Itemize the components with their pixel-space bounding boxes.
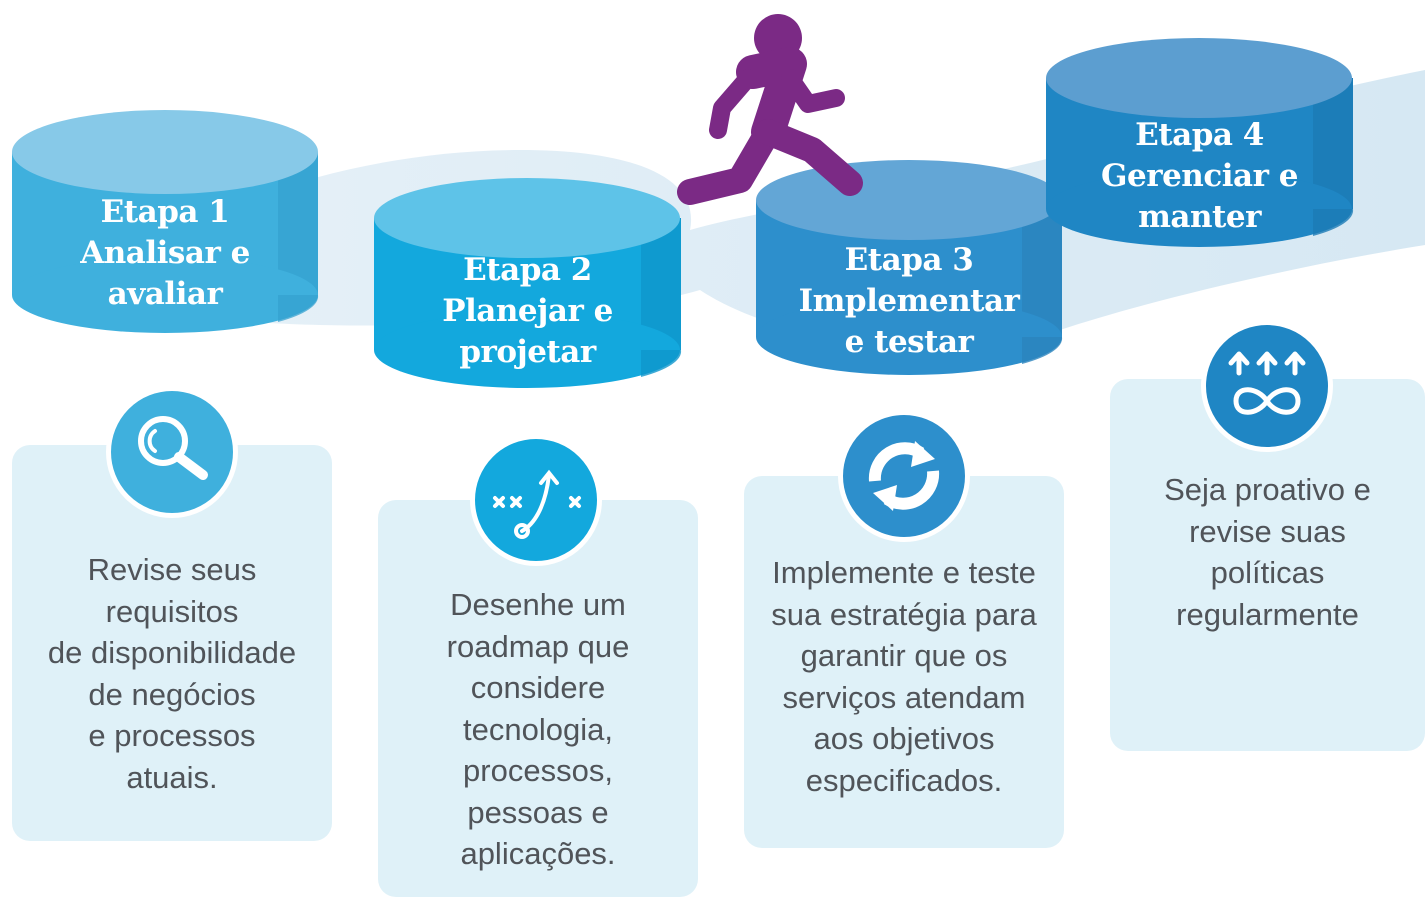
refresh-cycle-icon xyxy=(838,410,970,542)
magnifier-icon xyxy=(106,386,238,518)
step3-description: Implemente e teste sua estratégia para g… xyxy=(744,552,1064,801)
description-line: Revise seus xyxy=(87,552,257,587)
description-line: pessoas e xyxy=(467,794,609,830)
description-line: regularmente xyxy=(1176,596,1359,632)
step2-card xyxy=(378,500,698,897)
strategy-play-icon xyxy=(470,434,602,566)
description-line: roadmap que xyxy=(446,628,630,664)
description-line: políticas xyxy=(1210,555,1325,590)
step1-title-line: Analisar e xyxy=(80,235,250,271)
arrows-infinity-icon xyxy=(1201,320,1333,452)
step2-title-line: Planejar e xyxy=(442,293,613,329)
description-line: e processos xyxy=(88,718,256,753)
description-line: atuais. xyxy=(126,759,218,795)
description-line: de negócios xyxy=(88,676,256,712)
description-line: garantir que os xyxy=(800,638,1008,673)
description-line: Seja proativo e xyxy=(1164,472,1371,507)
step1-title-line: Etapa 1 xyxy=(100,194,230,230)
description-line: de disponibilidade xyxy=(47,635,297,670)
description-line: serviços atendam xyxy=(782,679,1026,715)
step3-title-line: e testar xyxy=(844,324,974,360)
step1-description: Revise seus requisitos de disponibilidad… xyxy=(12,549,332,798)
step2-description: Desenhe um roadmap que considere tecnolo… xyxy=(378,584,698,875)
step2-title: Etapa 2 Planejar e projetar xyxy=(374,250,681,373)
step2-cylinder xyxy=(374,178,682,388)
step3-title-line: Implementar xyxy=(798,283,1020,319)
description-line: Desenhe um xyxy=(450,587,626,622)
description-line: especificados. xyxy=(805,762,1003,798)
description-line: aplicações. xyxy=(460,836,616,871)
step4-cylinder xyxy=(1046,38,1354,247)
description-line: tecnologia, xyxy=(463,711,613,747)
description-line: aos objetivos xyxy=(813,721,995,756)
description-line: revise suas xyxy=(1189,513,1346,549)
step2-title-line: projetar xyxy=(459,334,596,370)
runner-figure xyxy=(677,14,863,205)
description-line: sua estratégia para xyxy=(771,596,1037,632)
description-line: considere xyxy=(470,670,606,705)
step4-description: Seja proativo e revise suas políticas re… xyxy=(1110,469,1425,635)
step4-title: Etapa 4 Gerenciar e manter xyxy=(1046,115,1353,238)
step4-title-line: Gerenciar e xyxy=(1101,158,1298,194)
step1-cylinder xyxy=(12,110,319,333)
step3-title: Etapa 3 Implementar e testar xyxy=(756,240,1062,363)
description-line: processos, xyxy=(463,753,613,788)
step1-title-line: avaliar xyxy=(107,276,223,312)
description-line: Implemente e teste xyxy=(772,555,1036,590)
step4-title-line: Etapa 4 xyxy=(1135,117,1264,153)
step3-title-line: Etapa 3 xyxy=(844,242,974,278)
step1-title: Etapa 1 Analisar e avaliar xyxy=(12,192,318,315)
step2-title-line: Etapa 2 xyxy=(463,252,592,288)
step3-cylinder xyxy=(756,160,1063,375)
step4-title-line: manter xyxy=(1138,199,1261,235)
description-line: requisitos xyxy=(105,593,239,629)
